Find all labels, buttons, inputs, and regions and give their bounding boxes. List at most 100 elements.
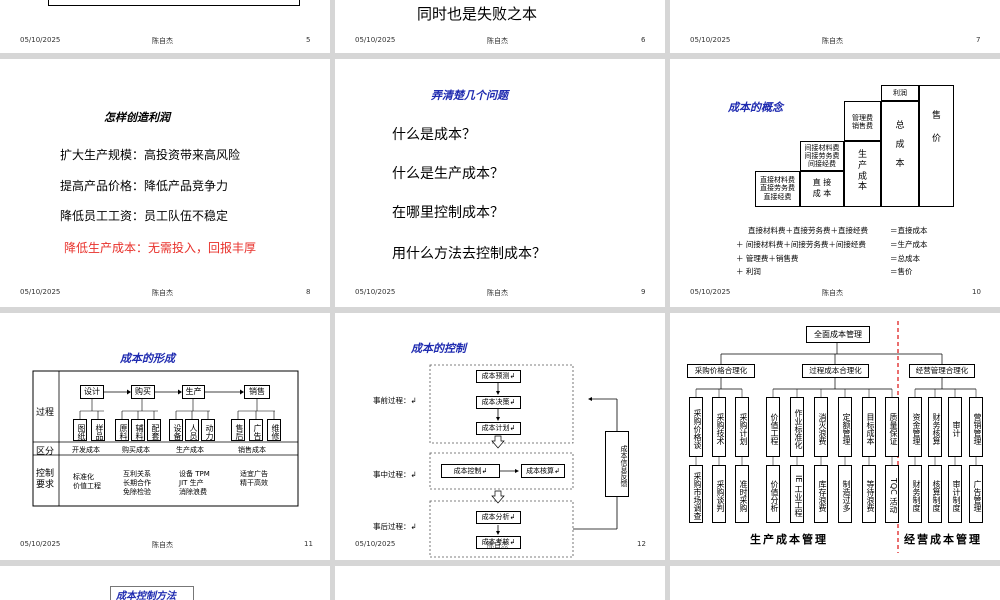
slide-thumbnail-6[interactable]: 同时也是失败之本 05/10/2025 陈自杰 6 [335,0,665,53]
group-purchase: 采购价格合理化 [687,364,755,378]
sub-sample: 样品 [91,419,105,441]
control-sales: 适宜广告 精干高效 [240,470,268,488]
phase-during: 事中过程：↲ [373,470,417,479]
footer-author: 陈自杰 [152,289,173,297]
zone-sales: 销售成本 [238,446,266,454]
cost-decision-box: 成本决策↲ [476,396,521,409]
phase-after: 事后过程：↲ [373,522,417,531]
cost-accounting-box: 成本核算↲ [521,464,565,478]
footer-author: 陈自杰 [822,289,843,297]
total-cost-box: 总 成 本 [881,101,919,207]
footer-author: 陈自杰 [487,541,508,549]
equation-left-2: ＋ 间接材料费＋间接劳务费＋间接经费 [736,240,866,249]
equation-right-2: ＝生产成本 [890,240,928,249]
slide9-question-2: 什么是生产成本？ [392,166,504,182]
slide14-title-box [110,586,194,600]
slide-thumbnail-5[interactable]: 05/10/2025 陈自杰 5 [0,0,330,53]
slide-thumbnail-10[interactable]: 成本的概念 利润 售 价 管理费 销售费 总 成 本 间接材料费 间接劳务费 间… [670,59,1000,307]
row-label-zone: 区分 [36,447,55,457]
slide-title: 成本的控制 [411,342,466,355]
slide-number: 5 [306,36,311,44]
slide8-line-1: 扩大生产规模：高投资带来高风险 [60,148,241,162]
sub-personnel: 人员 [185,419,199,441]
cost-control-flow [429,364,618,558]
slide8-line-3: 降低员工工资：员工队伍不稳定 [60,209,229,223]
group-business: 经营管理合理化 [909,364,975,378]
row-label-process: 过程 [36,408,55,418]
footer-author: 陈自杰 [487,37,508,45]
slide-thumbnail-7[interactable]: 05/10/2025 陈自杰 7 [670,0,1000,53]
leaf-overproduction: 制造过多 [838,465,852,523]
leaf-waiting-waste: 等待浪费 [862,465,876,523]
sub-advertising: 广告 [249,419,263,441]
sub-material: 原料 [115,419,129,441]
footer-date: 05/10/2025 [20,288,61,296]
leaf-audit: 审计 [948,397,962,457]
slide-number: 10 [972,288,981,296]
slide-thumbnail-16[interactable] [670,566,1000,600]
slide-number: 12 [637,540,646,548]
leaf-market-survey: 采购市场调查 [689,465,703,523]
slide-title: 成本控制方法 [116,591,176,600]
cost-feedback-box: 成本信息反馈 [605,431,629,497]
slide-thumbnail-12[interactable]: 成本的控制 事前过程：↲ 事中过程：↲ 事后过程：↲ 成本预测↲ 成本决策↲ 成… [335,313,665,560]
sub-drawing: 图纸 [73,419,87,441]
leaf-finance-accounting: 财务核算 [928,397,942,457]
footer-date: 05/10/2025 [355,36,396,44]
footer-date: 05/10/2025 [20,540,61,548]
leaf-purchase-price: 采购价格谈 [689,397,703,457]
mgmt-sales-box: 管理费 销售费 [844,101,881,141]
leaf-target-cost: 目标成本 [862,397,876,457]
slide-thumbnail-15[interactable] [335,566,665,600]
equation-left-1: 直接材料费＋直接劳务费＋直接经费 [748,226,868,235]
leaf-marketing-mgmt: 营销管理 [969,397,983,457]
sub-maintenance: 维修 [267,419,281,441]
leaf-tqc: TQC 活动 [885,465,899,523]
label-production-cost: 生产成本管理 [750,533,828,546]
indirect-costs-box: 间接材料费 间接劳务费 间接经费 [800,141,844,171]
leaf-inventory-waste: 库存浪费 [814,465,828,523]
slide-title: 成本的概念 [728,101,783,114]
profit-box: 利润 [881,85,919,101]
slide6-text: 同时也是失败之本 [417,5,538,23]
slide9-question-4: 用什么方法去控制成本？ [392,246,546,262]
slide-thumbnail-13[interactable]: 全面成本管理 采购价格合理化 过程成本合理化 经营管理合理化 采购价格谈 采购技… [670,313,1000,560]
sell-price-box: 售 价 [919,85,954,207]
leaf-advertising-mgmt: 广告管理 [969,465,983,523]
footer-author: 陈自杰 [152,541,173,549]
slide-number: 6 [641,36,646,44]
equation-right-3: ＝总成本 [890,254,920,263]
footer-date: 05/10/2025 [690,288,731,296]
control-purchase: 互利关系 长期合作 免除检验 [123,470,151,497]
control-production: 设备 TPM JIT 生产 消除浪费 [179,470,210,497]
leaf-purchase-plan: 采购计划 [735,397,749,457]
cost-evaluation-box: 成本考核↲ [476,536,521,549]
leaf-value-analysis: 价值分析 [766,465,780,523]
equation-right-1: ＝直接成本 [890,226,928,235]
direct-cost-box: 直 接 成 本 [800,171,844,207]
slide-title: 成本的形成 [120,352,175,365]
tree-root: 全面成本管理 [806,326,870,343]
slide-thumbnail-9[interactable]: 弄清楚几个问题 什么是成本？ 什么是生产成本？ 在哪里控制成本？ 用什么方法去控… [335,59,665,307]
direct-items-box: 直接材料费 直接劳务费 直接经费 [755,171,800,207]
stage-design: 设计 [80,385,104,399]
slide8-line-2: 提高产品价格：降低产品竞争力 [60,179,229,193]
sub-aftersales: 售后 [231,419,245,441]
sub-equipment: 设备 [169,419,183,441]
leaf-audit-system: 审计制度 [948,465,962,523]
leaf-eliminate-waste: 消灭浪费 [814,397,828,457]
zone-production: 生产成本 [176,446,204,454]
production-cost-box: 生 产 成 本 [844,141,881,207]
slide-number: 11 [304,540,313,548]
leaf-fund-mgmt: 资金管理 [908,397,922,457]
leaf-standardization: 作业标准化 [790,397,804,457]
slide-thumbnail-11[interactable]: 成本的形成 过程 区分 控制 要求 设计 购买 生产 销售 图 [0,313,330,560]
slide-thumbnail-8[interactable]: 怎样创造利润 扩大生产规模：高投资带来高风险 提高产品价格：降低产品竞争力 降低… [0,59,330,307]
sub-power: 动力 [201,419,215,441]
leaf-ie: IE 工业工程 [790,465,804,523]
leaf-value-engineering: 价值工程 [766,397,780,457]
slide-thumbnail-14[interactable]: 成本控制方法 [0,566,330,600]
control-dev: 标准化 价值工程 [73,473,101,491]
equation-left-3: ＋ 管理费＋销售费 [736,254,799,263]
equation-right-4: ＝售价 [890,267,913,276]
